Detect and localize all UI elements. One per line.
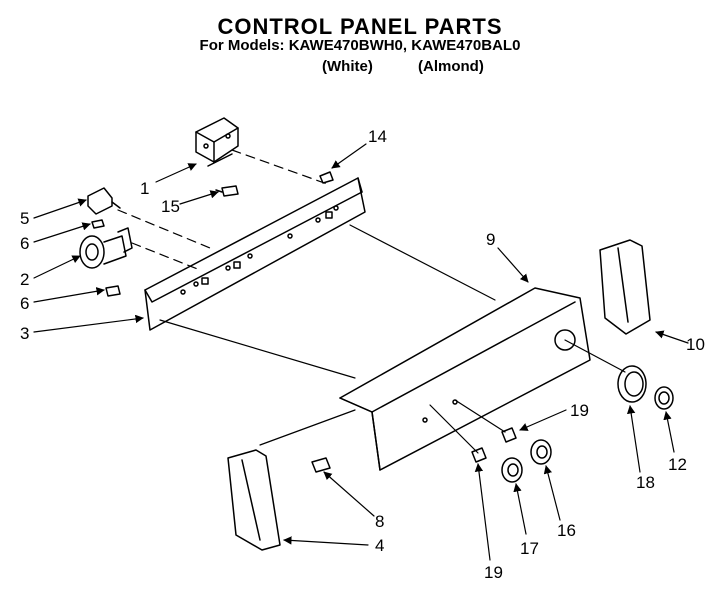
callout-19a: 19	[570, 401, 589, 420]
callout-9: 9	[486, 230, 495, 249]
callout-14: 14	[368, 127, 387, 146]
part-2-timer	[79, 227, 133, 269]
part-8-screw	[311, 457, 331, 473]
part-5-switch	[87, 187, 121, 215]
callout-19b: 19	[484, 563, 503, 582]
callout-15: 15	[161, 197, 180, 216]
variant-almond: (Almond)	[418, 58, 484, 75]
callout-6b: 6	[20, 294, 29, 313]
part-15-screw	[215, 185, 239, 197]
callout-4: 4	[375, 536, 384, 555]
callout-5: 5	[20, 209, 29, 228]
variant-white: (White)	[322, 58, 373, 75]
part-17-knob	[501, 457, 523, 483]
assembly-solid-lines	[159, 224, 626, 454]
callout-18: 18	[636, 473, 655, 492]
diagram-title: CONTROL PANEL PARTS	[217, 14, 503, 39]
part-14-screw	[319, 171, 334, 184]
part-10-end-cap-right	[599, 239, 651, 335]
callout-10: 10	[686, 335, 705, 354]
leader-arrows	[33, 143, 689, 561]
part-4-end-cap-left	[227, 449, 281, 551]
callout-6a: 6	[20, 234, 29, 253]
callout-17: 17	[520, 539, 539, 558]
part-16-knob	[530, 439, 552, 465]
part-3-control-bracket	[144, 177, 366, 331]
callout-2: 2	[20, 270, 29, 289]
part-19-spring-lower	[471, 447, 487, 463]
part-19-spring-upper	[501, 427, 517, 443]
part-6-screw-lower	[105, 285, 121, 297]
callout-numbers: 1 14 15 5 6 2 6 3 9 10 19 18 12 8 4 19 1…	[20, 127, 705, 582]
model-numbers: For Models: KAWE470BWH0, KAWE470BAL0	[199, 37, 521, 54]
callout-1: 1	[140, 179, 149, 198]
callout-16: 16	[557, 521, 576, 540]
part-1-bracket	[195, 117, 239, 167]
callout-3: 3	[20, 324, 29, 343]
part-6-screw-upper	[91, 219, 105, 229]
assembly-dashed-lines	[117, 149, 331, 271]
part-9-console	[339, 287, 591, 471]
callout-8: 8	[375, 512, 384, 531]
part-18-ring	[617, 365, 647, 403]
callout-12: 12	[668, 455, 687, 474]
part-12-knob	[654, 386, 674, 410]
